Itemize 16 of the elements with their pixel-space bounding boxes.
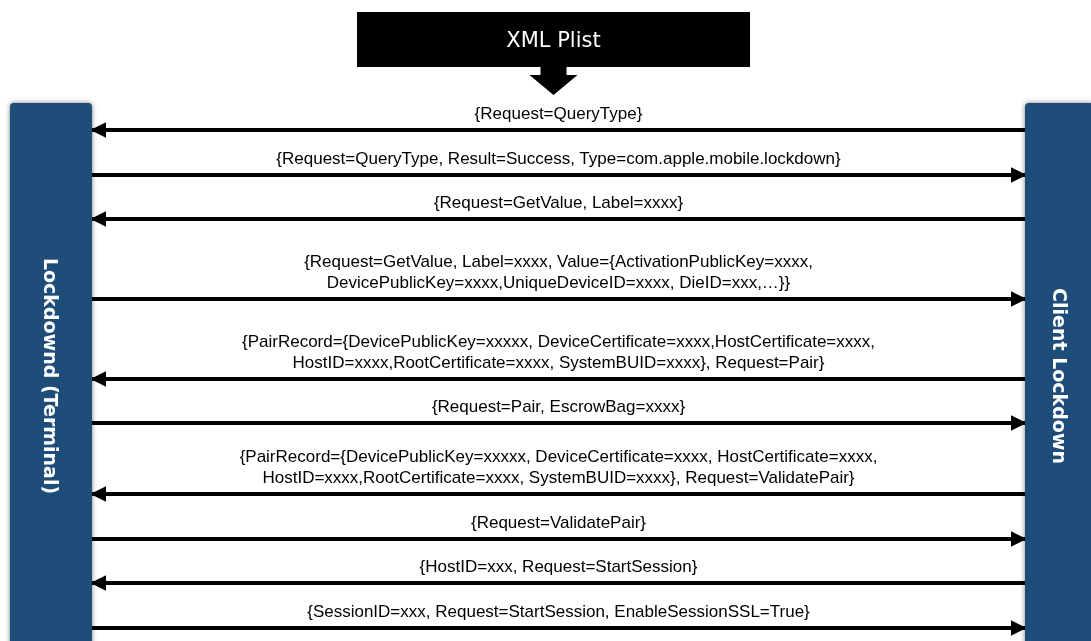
message-arrow [90, 371, 1025, 387]
lifeline-label: Client Lockdown [1049, 287, 1071, 464]
title-box: XML Plist [357, 12, 750, 67]
message-arrow [90, 575, 1025, 591]
lifeline-bar [1025, 103, 1091, 641]
message-arrow [92, 531, 1027, 547]
message-arrow [92, 415, 1027, 431]
message-arrow [90, 211, 1025, 227]
message-arrow [92, 620, 1027, 636]
message-arrow [90, 122, 1025, 138]
block-arrow [529, 67, 578, 95]
message-arrow [92, 167, 1027, 183]
lifeline-bar [10, 103, 92, 641]
message-arrow [92, 291, 1027, 307]
message-arrow [90, 486, 1025, 502]
lifeline-label: Lockdownd (Terminal) [40, 257, 62, 494]
